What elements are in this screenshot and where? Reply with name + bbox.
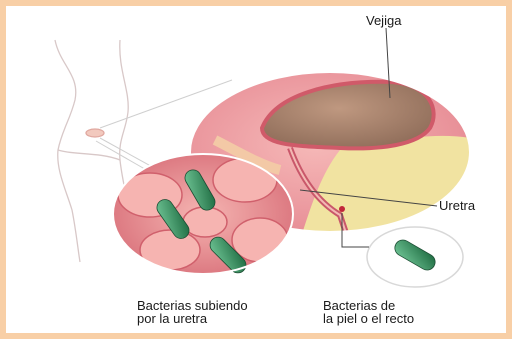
skin-bacterium-magnification xyxy=(367,227,463,287)
bacteria-source-label: Bacterias de la piel o el recto xyxy=(323,299,414,325)
bladder-label: Vejiga xyxy=(366,14,401,27)
bacteria-ascending-label: Bacterias subiendo por la uretra xyxy=(137,299,248,325)
urethra-label: Uretra xyxy=(439,199,475,212)
urethra-bacteria-dot xyxy=(339,206,345,212)
tissue-magnification xyxy=(113,154,293,276)
